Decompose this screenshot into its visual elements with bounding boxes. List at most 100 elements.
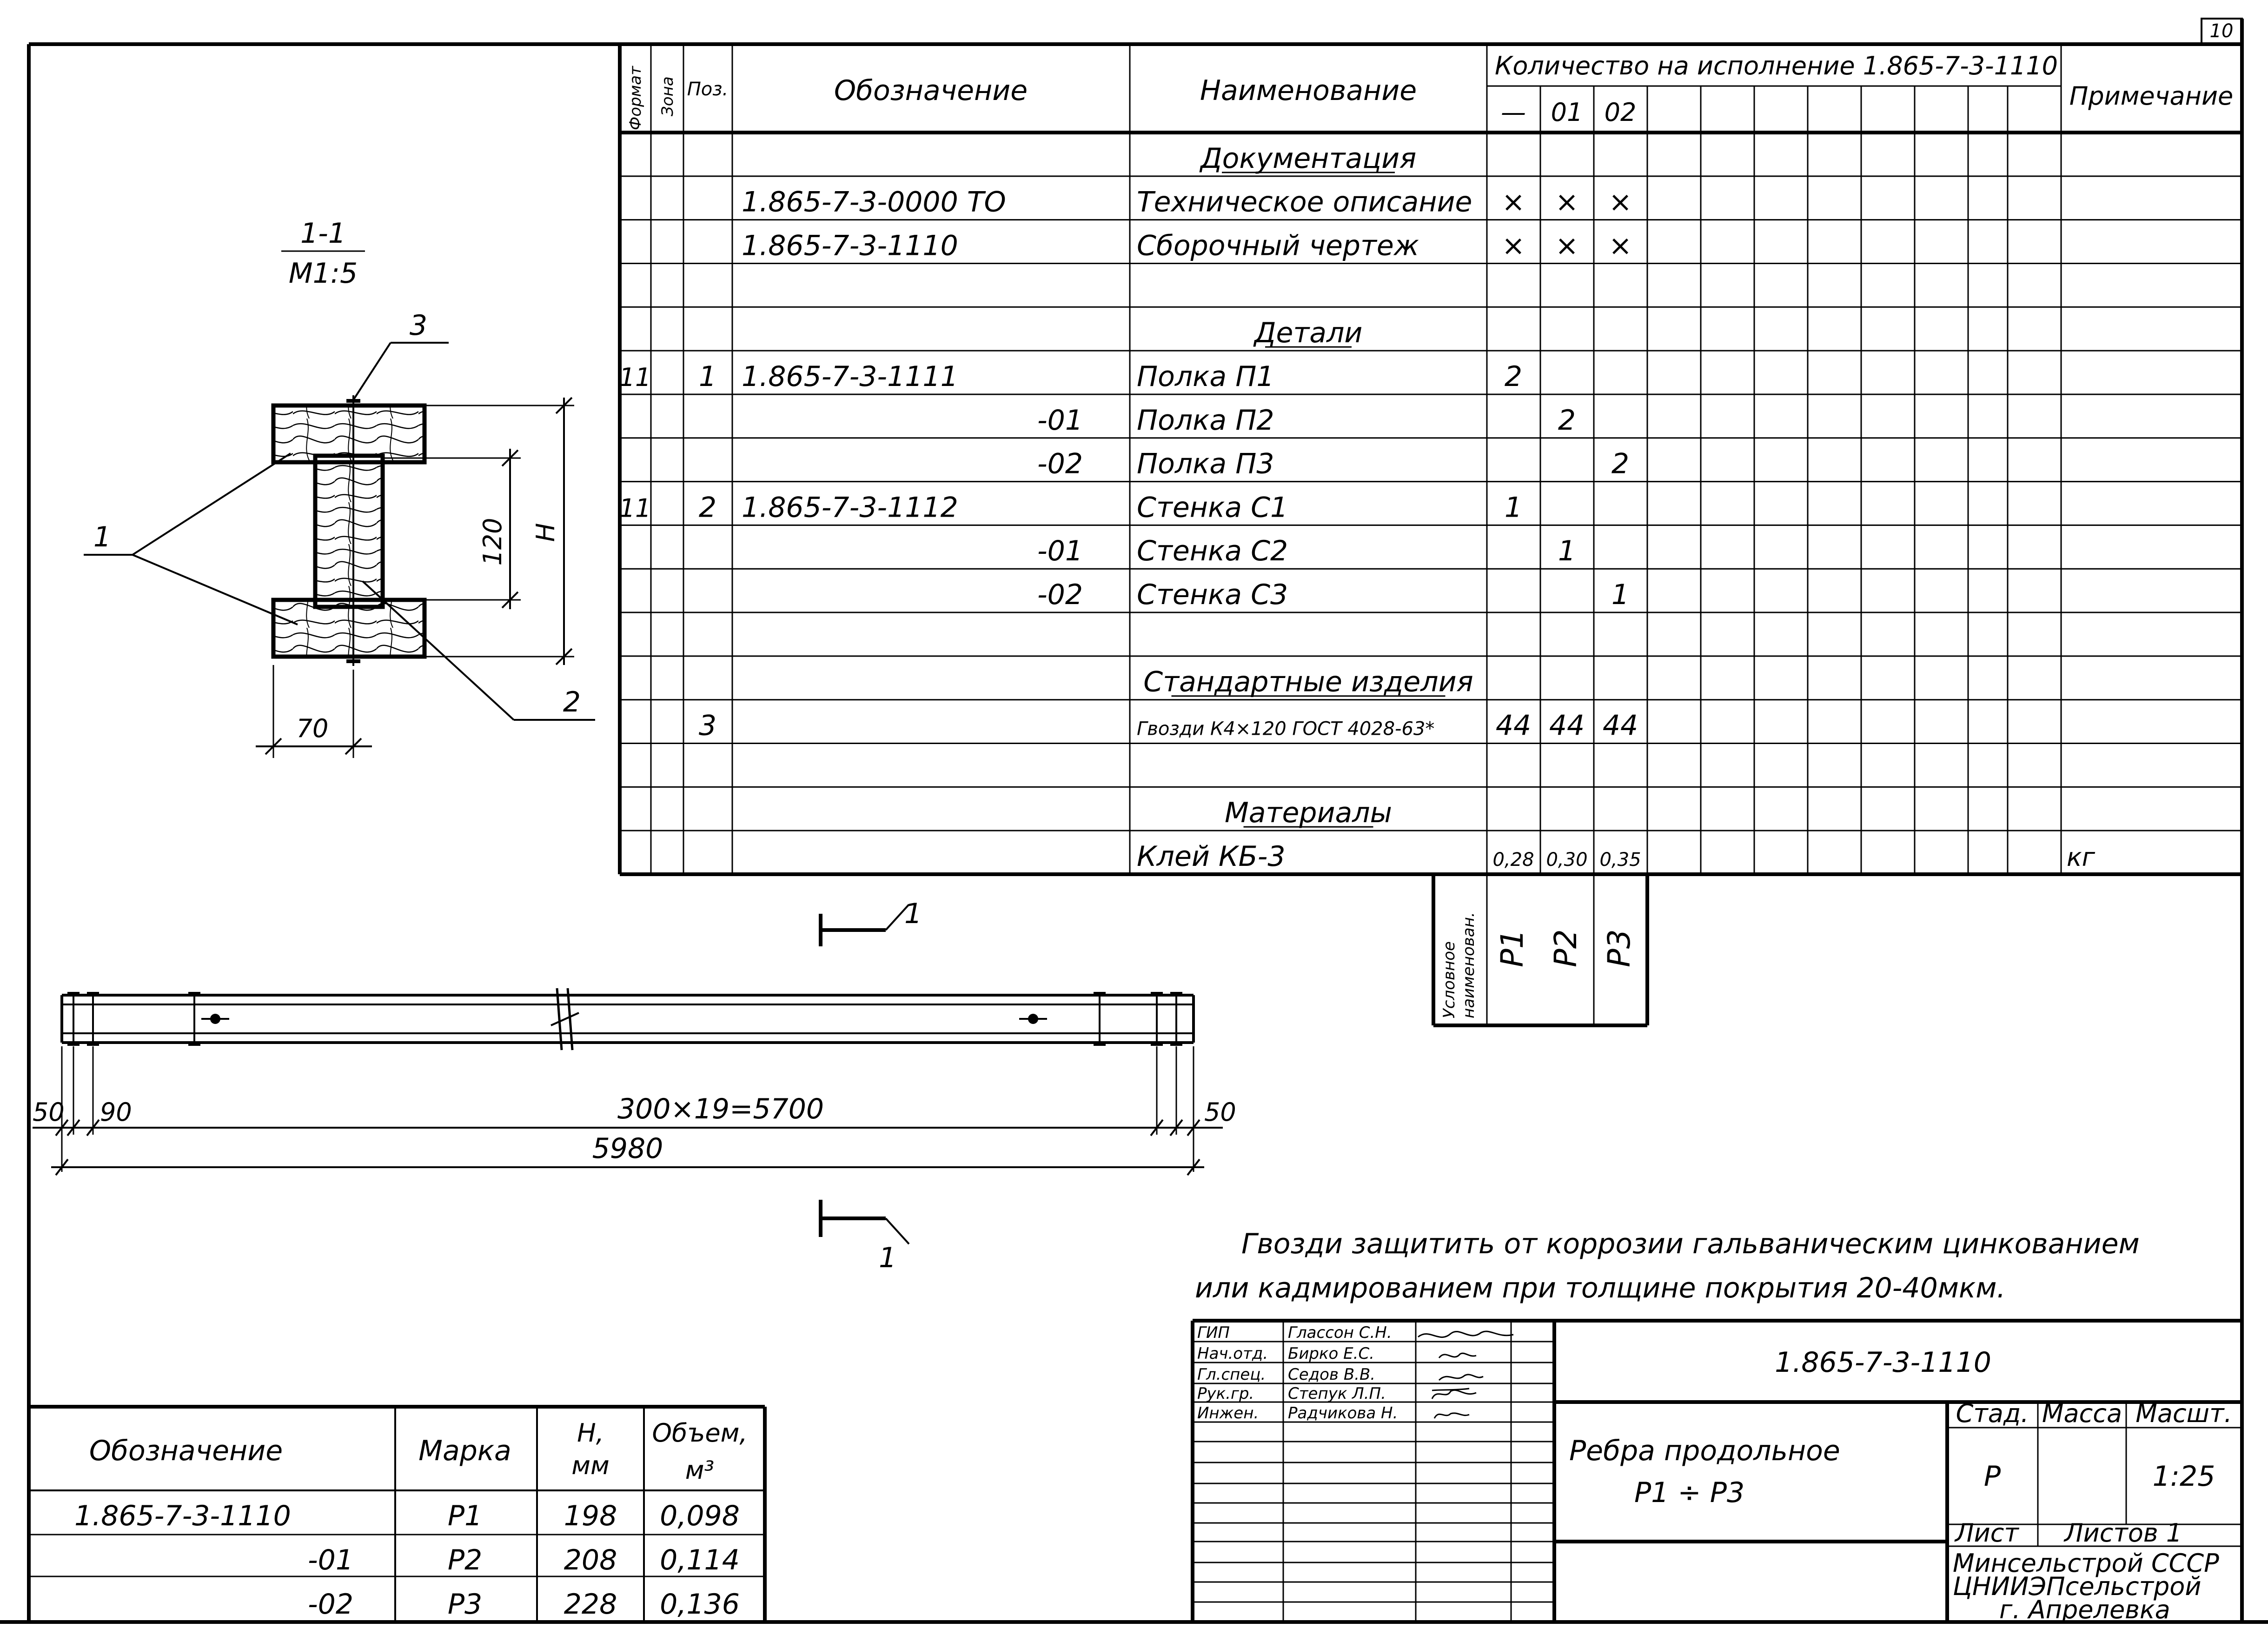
spec-row-lines xyxy=(620,175,2242,831)
leader-1-label: 1 xyxy=(93,521,111,553)
spec-cell-qty-3: 44 xyxy=(1603,710,1638,742)
header-qty-col-2: 01 xyxy=(1551,98,1583,127)
spec-header: Формат Зона Поз. Обозначение Наименовани… xyxy=(626,51,2233,130)
header-name: Наименование xyxy=(1200,74,1417,107)
org-line-1: Минсельстрой СССР xyxy=(1953,1549,2219,1578)
header-qty-col-1: — xyxy=(1501,98,1526,127)
header-pos: Поз. xyxy=(687,79,729,100)
spec-cell-qty-1: 1 xyxy=(1505,491,1522,524)
section-mark-bottom: 1 xyxy=(879,1242,896,1274)
spec-cell-designation: -02 xyxy=(1037,448,1083,480)
variants-table: Обозначение Марка Н, мм Объем, м³ 1.865-… xyxy=(29,1405,767,1622)
variants-header-h: Н, xyxy=(577,1418,604,1448)
conditional-name-label-1: Условное xyxy=(1440,941,1459,1018)
dim-50-right: 50 xyxy=(1204,1097,1236,1127)
dim-h: Н xyxy=(531,523,560,542)
signer-name: Радчикова Н. xyxy=(1288,1404,1398,1423)
signer-name: Седов В.В. xyxy=(1288,1365,1375,1384)
header-qty-col-3: 02 xyxy=(1605,98,1637,127)
top-flange xyxy=(271,403,427,465)
signer-name: Глассон С.Н. xyxy=(1288,1323,1392,1342)
dim-120: 120 xyxy=(478,518,507,565)
mass-header: Масса xyxy=(2042,1399,2122,1428)
variant-designation: -01 xyxy=(308,1544,353,1576)
spec-cell-qty-1: × xyxy=(1502,229,1525,262)
spec-cell-name: Техническое описание xyxy=(1137,186,1472,219)
signer-role: Нач.отд. xyxy=(1197,1344,1268,1363)
variant-designation: 1.865-7-3-1110 xyxy=(74,1500,291,1532)
signer-role: Гл.спец. xyxy=(1197,1365,1266,1384)
scale-header: Масшт. xyxy=(2135,1399,2232,1428)
spec-cell-qty-1: 0,28 xyxy=(1492,849,1534,871)
sheet-header: Лист xyxy=(1954,1518,2019,1548)
section-mark-top: 1 xyxy=(904,897,922,930)
org-line-3: г. Апрелевка xyxy=(1999,1595,2170,1624)
spec-cell-name: Детали xyxy=(1253,317,1363,349)
variant-designation: -02 xyxy=(308,1588,353,1621)
variant-height: 208 xyxy=(564,1544,617,1576)
spec-cell-qty-3: 0,35 xyxy=(1599,849,1641,871)
variants-header-volume-unit: м³ xyxy=(685,1456,714,1485)
spec-cell-designation: -01 xyxy=(1037,535,1083,567)
spec-cell-designation: 1.865-7-3-1111 xyxy=(742,360,958,393)
spec-cell-note: кг xyxy=(2067,843,2096,872)
spec-cell-name: Стенка С1 xyxy=(1137,491,1288,524)
variant-volume: 0,136 xyxy=(660,1588,740,1621)
sheets-header: Листов 1 xyxy=(2063,1518,2182,1548)
beam-elevation: 1 1 xyxy=(33,897,1236,1274)
spec-cell-name: Клей КБ-3 xyxy=(1137,840,1286,873)
spec-cell-designation: 1.865-7-3-1112 xyxy=(742,491,958,524)
stage-header: Стад. xyxy=(1956,1399,2029,1428)
variant-height: 228 xyxy=(564,1588,617,1621)
spec-cell-name: Полка П3 xyxy=(1137,448,1274,480)
signer-role: ГИП xyxy=(1197,1323,1230,1342)
conditional-name-block: Условное наименован. Р1 Р2 Р3 xyxy=(1432,874,1649,1027)
spec-cell-name: Гвозди К4×120 ГОСТ 4028-63* xyxy=(1137,718,1434,740)
org-line-2: ЦНИИЭПсельстрой xyxy=(1953,1572,2201,1601)
spec-cell-qty-3: 1 xyxy=(1611,578,1629,611)
header-note: Примечание xyxy=(2069,81,2234,111)
leader-3-label: 3 xyxy=(410,309,427,342)
signer-name: Степук Л.П. xyxy=(1288,1384,1386,1403)
conditional-name-p3: Р3 xyxy=(1601,929,1637,967)
spec-cell-designation: -01 xyxy=(1037,404,1083,437)
signatures xyxy=(1418,1330,1514,1419)
spec-cell-name: Полка П1 xyxy=(1137,360,1274,393)
variant-mark: Р1 xyxy=(448,1500,482,1532)
spec-cell-pos: 3 xyxy=(699,710,716,742)
spec-cell-name: Стандартные изделия xyxy=(1143,666,1473,698)
web xyxy=(313,453,385,609)
hole-marks xyxy=(201,1014,1047,1024)
signer-role: Инжен. xyxy=(1197,1404,1259,1423)
specification-table: Формат Зона Поз. Обозначение Наименовани… xyxy=(618,44,2242,876)
spec-cell-qty-3: × xyxy=(1609,186,1632,219)
spec-cell-qty-1: 44 xyxy=(1496,710,1531,742)
variants-header-h-unit: мм xyxy=(571,1451,609,1480)
dim-50-left: 50 xyxy=(33,1097,65,1127)
note-line-1: Гвозди защитить от коррозии гальваническ… xyxy=(1241,1228,2140,1260)
section-scale: М1:5 xyxy=(289,257,358,290)
conditional-name-p2: Р2 xyxy=(1548,929,1584,967)
spec-cell-qty-2: × xyxy=(1555,186,1578,219)
spec-cell-qty-2: 2 xyxy=(1558,404,1576,437)
title-block: ГИП Глассон С.Н. Нач.отд. Бирко Е.С. Гл.спец… xyxy=(1191,1319,2242,1624)
spec-cell-format: 11 xyxy=(619,493,651,523)
spec-cell-qty-2: 44 xyxy=(1549,710,1585,742)
spec-cell-format: 11 xyxy=(619,363,651,392)
stage-value: Р xyxy=(1984,1460,2001,1493)
signer-name: Бирко Е.С. xyxy=(1288,1344,1374,1363)
nail-marks xyxy=(67,992,1182,1046)
variants-header-designation: Обозначение xyxy=(89,1435,283,1467)
conditional-name-p1: Р1 xyxy=(1494,929,1530,967)
spec-cell-qty-2: × xyxy=(1555,229,1578,262)
signer-role: Рук.гр. xyxy=(1197,1384,1254,1403)
drawing-name-line-1: Ребра продольное xyxy=(1569,1435,1840,1467)
header-quantity-title: Количество на исполнение 1.865-7-3-1110 xyxy=(1495,51,2058,80)
section-view: 1-1 М1:5 3 1 2 120 Н xyxy=(84,217,595,758)
bottom-flange xyxy=(271,598,427,659)
sheet-number-box xyxy=(2201,18,2243,45)
spec-cell-qty-3: 2 xyxy=(1611,448,1629,480)
